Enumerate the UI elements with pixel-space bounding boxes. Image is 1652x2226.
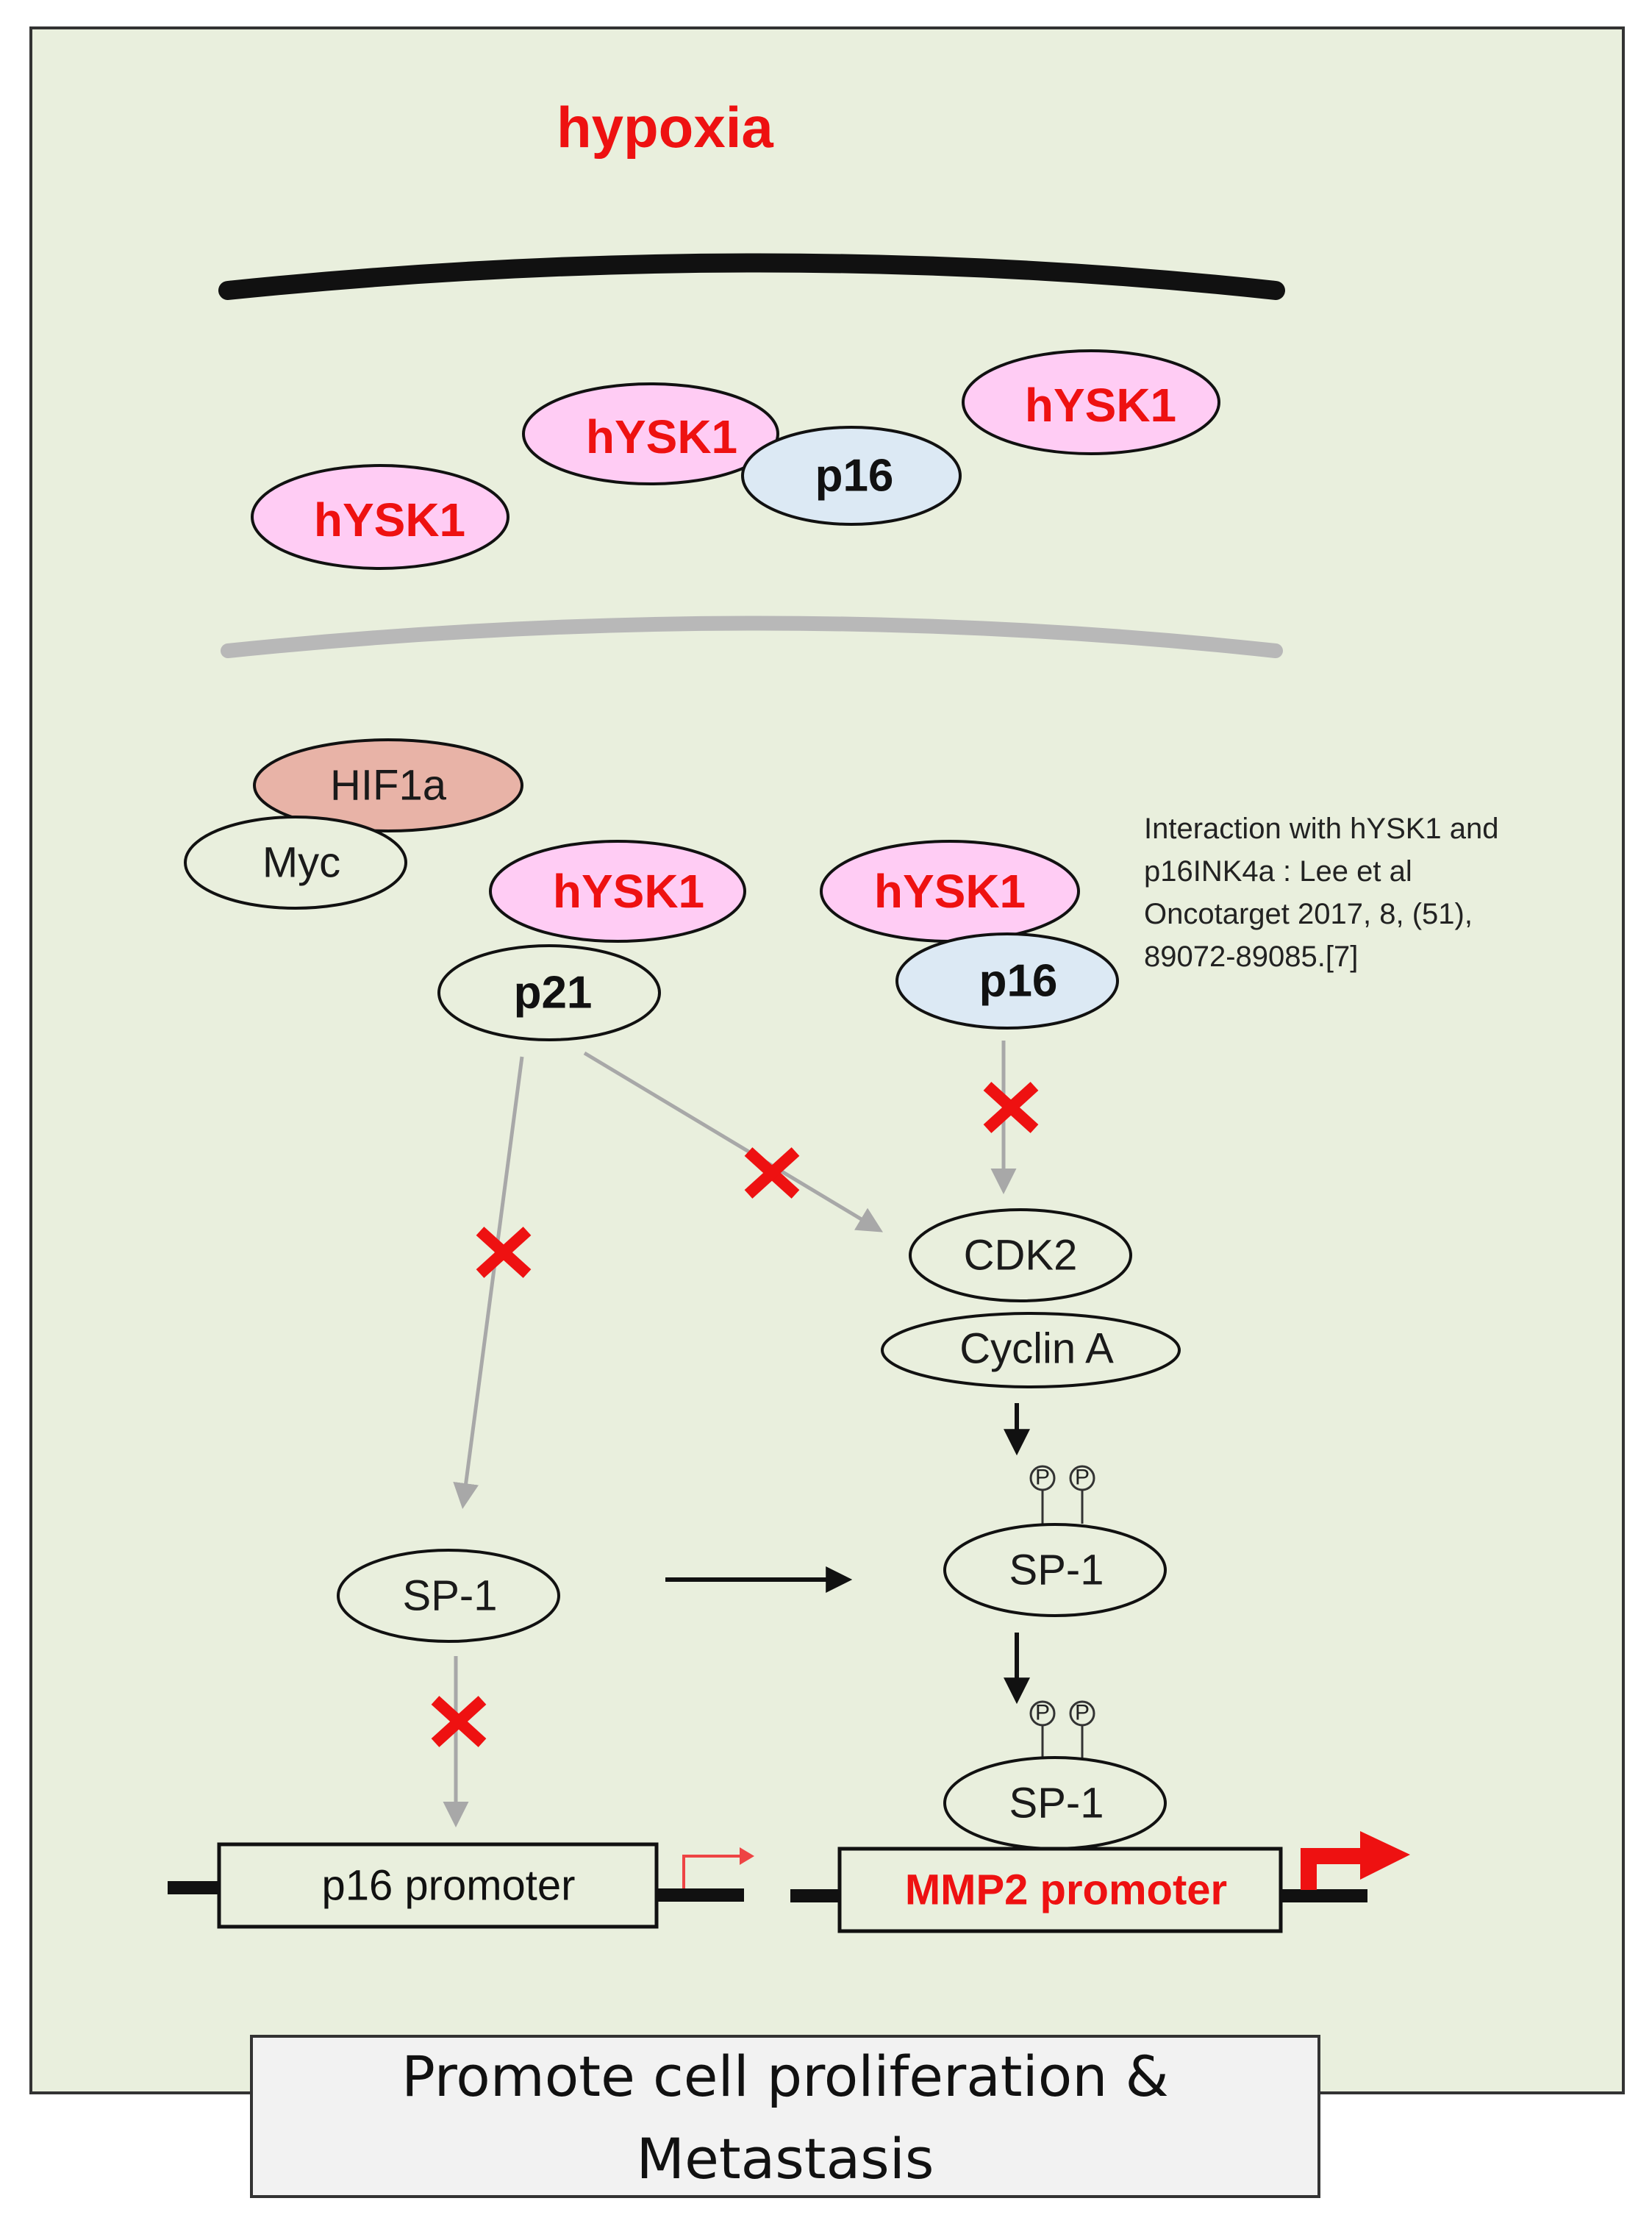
svg-text:SP-1: SP-1 [1009,1780,1104,1827]
svg-text:Myc: Myc [262,839,340,887]
svg-text:Cyclin A: Cyclin A [959,1325,1114,1373]
myc-node: Myc [184,816,407,910]
p16-promoter-gene: p16 promoter [168,1842,754,1929]
svg-text:P: P [1035,1701,1050,1725]
inhibition-x-sp1-p16promoter [431,1696,487,1747]
svg-text:SP-1: SP-1 [403,1572,498,1620]
phospho-site [1029,1465,1056,1491]
background-panel [29,26,1625,2094]
svg-text:Oncotarget 2017, 8, (51),: Oncotarget 2017, 8, (51), [1144,898,1473,930]
svg-text:p21: p21 [514,968,593,1019]
hysk1-p16-complex-hysk1: hYSK1 [820,840,1080,943]
svg-text:p16 promoter: p16 promoter [322,1862,576,1910]
cytoplasm-hysk1-right: hYSK1 [962,349,1220,455]
svg-text:p16: p16 [815,451,894,502]
svg-text:hYSK1: hYSK1 [586,410,737,463]
nuclear-membrane [221,616,1283,658]
transcription-start-arrow-small [682,1855,743,1888]
cyclin-a-node: Cyclin A [881,1312,1181,1388]
phospho-site [1069,1700,1095,1727]
svg-text:Metastasis: Metastasis [637,2126,934,2191]
cdk2-node: CDK2 [909,1208,1132,1302]
inhibition-x-p21-cdk2 [744,1147,800,1199]
cytoplasm-hysk1-left: hYSK1 [251,464,509,570]
p21-to-cdk2-arrow [583,1051,884,1232]
svg-text:HIF1a: HIF1a [330,762,447,810]
cytoplasm-p16-middle: p16 [741,426,962,526]
transcription-start-arrow-large [1301,1848,1367,1890]
cytoplasm-hysk1-middle: hYSK1 [522,382,779,485]
hypoxia-title: hypoxia [557,95,773,160]
hif1a-node: HIF1a [253,738,523,832]
svg-text:p16: p16 [979,956,1058,1007]
hysk1-p21-complex-hysk1: hYSK1 [489,840,746,943]
svg-text:p16INK4a : Lee et al: p16INK4a : Lee et al [1144,855,1412,888]
inhibition-x-p16-cdk2 [983,1082,1039,1133]
p16-node: p16 [895,932,1119,1030]
svg-text:hYSK1: hYSK1 [553,865,704,918]
svg-text:CDK2: CDK2 [964,1232,1078,1280]
sp1-right-node: P P SP-1 [943,1465,1167,1617]
p21-to-sp1-arrow [453,1056,524,1509]
svg-text:P: P [1075,1466,1090,1490]
svg-text:MMP2 promoter: MMP2 promoter [905,1866,1227,1914]
svg-text:Promote cell proliferation &: Promote cell proliferation & [401,2044,1169,2109]
svg-text:89072-89085.[7]: 89072-89085.[7] [1144,941,1358,973]
svg-text:hYSK1: hYSK1 [874,865,1026,918]
phospho-site [1069,1465,1095,1491]
cell-membrane [218,253,1285,300]
inhibition-x-p21-sp1 [476,1227,532,1278]
phospho-site [1029,1700,1056,1727]
reference-note: Interaction with hYSK1 and p16INK4a : Le… [1144,813,1499,973]
mmp2-promoter-gene: MMP2 promoter [790,1831,1410,1933]
svg-text:Interaction with hYSK1 and: Interaction with hYSK1 and [1144,813,1499,845]
p21-node: p21 [437,944,661,1041]
svg-text:SP-1: SP-1 [1009,1547,1104,1594]
svg-text:P: P [1035,1466,1050,1490]
svg-text:hYSK1: hYSK1 [314,493,465,546]
sp1-left-node: SP-1 [337,1549,560,1643]
svg-text:hYSK1: hYSK1 [1025,379,1176,432]
result-box: Promote cell proliferation & Metastasis [250,2035,1320,2198]
svg-text:P: P [1075,1701,1090,1725]
sp1-bound-node: P P SP-1 [943,1700,1167,1850]
